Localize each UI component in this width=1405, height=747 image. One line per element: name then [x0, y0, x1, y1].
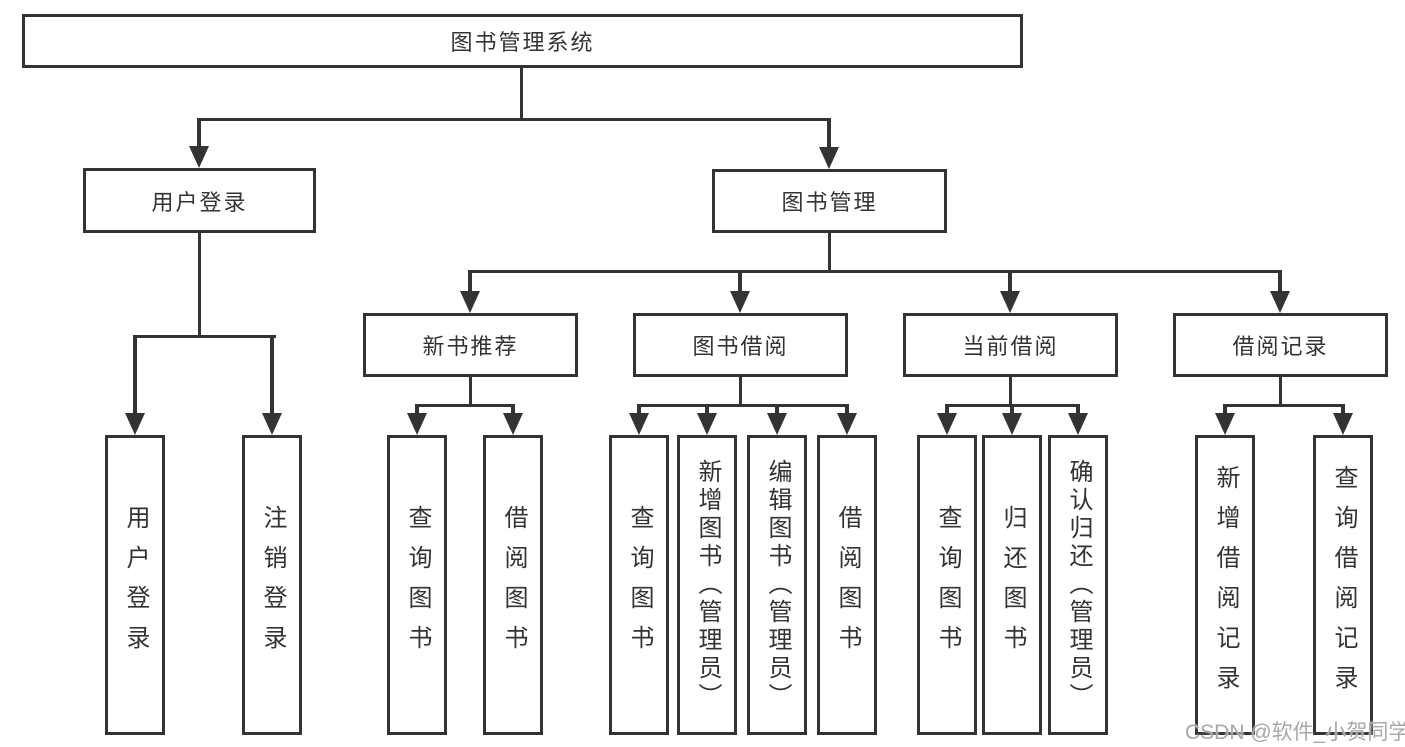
arrowhead-icon — [407, 413, 427, 435]
connector-level3-bar — [469, 270, 1282, 273]
connector-arrow-shaft — [511, 404, 515, 413]
node-book-management: 图书管理 — [712, 169, 947, 233]
arrowhead-icon — [629, 413, 649, 435]
connector-arrow-shaft — [1278, 270, 1282, 291]
arrowhead-icon — [1002, 413, 1022, 435]
arrowhead-icon — [262, 413, 282, 435]
connector-new-book-bar — [415, 404, 515, 407]
arrowhead-icon — [697, 413, 717, 435]
connector-arrow-shaft — [270, 335, 274, 413]
arrowhead-icon — [503, 413, 523, 435]
arrowhead-icon — [460, 291, 480, 313]
leaf-label: 查询图书 — [404, 505, 431, 665]
connector-arrow-shaft — [1341, 404, 1345, 413]
connector-borrowing-records-bar — [1223, 404, 1345, 407]
arrowhead-icon — [937, 413, 957, 435]
connector-arrow-shaft — [637, 404, 641, 413]
connector-arrow-shaft — [1010, 404, 1014, 413]
leaf-label: 查询图书 — [934, 505, 961, 665]
arrowhead-icon — [1000, 291, 1020, 313]
leaf-return-book: 归还图书 — [982, 435, 1042, 735]
watermark: CSDN @软件_小贺同学 — [1185, 721, 1405, 744]
node-user-login: 用户登录 — [83, 168, 316, 233]
leaf-edit-book-admin: 编辑图书（管理员） — [747, 435, 807, 735]
connector-book-borrowing-stem — [739, 377, 742, 406]
leaf-label: 借阅图书 — [500, 505, 527, 665]
arrowhead-icon — [1333, 413, 1353, 435]
leaf-query-books-2: 查询图书 — [609, 435, 669, 735]
connector-borrowing-records-stem — [1279, 377, 1282, 406]
connector-arrow-shaft — [468, 270, 472, 291]
arrowhead-icon — [837, 413, 857, 435]
connector-user-login-stem — [198, 233, 201, 337]
leaf-label: 归还图书 — [999, 505, 1026, 665]
connector-arrow-shaft — [1008, 270, 1012, 291]
node-borrowing-records: 借阅记录 — [1173, 313, 1388, 377]
leaf-confirm-return-admin: 确认归还（管理员） — [1048, 435, 1108, 735]
leaf-add-book-admin: 新增图书（管理员） — [677, 435, 737, 735]
connector-root-bar — [198, 118, 831, 121]
leaf-user-login: 用户登录 — [105, 435, 165, 735]
leaf-borrow-books-2: 借阅图书 — [817, 435, 877, 735]
arrowhead-icon — [767, 413, 787, 435]
node-new-book-recommend: 新书推荐 — [363, 313, 578, 377]
leaf-borrow-books-1: 借阅图书 — [483, 435, 543, 735]
connector-arrow-shaft — [827, 118, 831, 147]
leaf-label: 编辑图书（管理员） — [764, 459, 791, 711]
leaf-query-books-3: 查询图书 — [917, 435, 977, 735]
leaf-label: 查询图书 — [626, 505, 653, 665]
connector-book-borrowing-bar — [637, 404, 849, 407]
arrowhead-icon — [730, 291, 750, 313]
connector-arrow-shaft — [738, 270, 742, 291]
connector-arrow-shaft — [945, 404, 949, 413]
leaf-query-borrow-record: 查询借阅记录 — [1313, 435, 1373, 735]
connector-arrow-shaft — [705, 404, 709, 413]
leaf-label: 新增图书（管理员） — [694, 459, 721, 711]
connector-book-management-stem — [828, 233, 831, 272]
connector-current-borrowing-stem — [1009, 377, 1012, 406]
arrowhead-icon — [1215, 413, 1235, 435]
connector-new-book-stem — [469, 377, 472, 406]
arrowhead-icon — [1270, 291, 1290, 313]
leaf-logout: 注销登录 — [242, 435, 302, 735]
arrowhead-icon — [125, 413, 145, 435]
arrowhead-icon — [819, 147, 839, 169]
node-library-management-system: 图书管理系统 — [22, 14, 1023, 68]
leaf-label: 注销登录 — [259, 505, 286, 665]
arrowhead-icon — [189, 146, 209, 168]
arrowhead-icon — [1068, 413, 1088, 435]
connector-arrow-shaft — [133, 335, 137, 413]
node-current-borrowing: 当前借阅 — [903, 313, 1118, 377]
connector-arrow-shaft — [415, 404, 419, 413]
connector-arrow-shaft — [197, 118, 201, 146]
leaf-label: 新增借阅记录 — [1212, 465, 1239, 705]
connector-root-stem — [520, 68, 523, 120]
leaf-label: 查询借阅记录 — [1330, 465, 1357, 705]
connector-arrow-shaft — [775, 404, 779, 413]
connector-arrow-shaft — [1076, 404, 1080, 413]
leaf-label: 用户登录 — [122, 505, 149, 665]
leaf-label: 确认归还（管理员） — [1065, 459, 1092, 711]
connector-arrow-shaft — [1223, 404, 1227, 413]
leaf-label: 借阅图书 — [834, 505, 861, 665]
node-book-borrowing: 图书借阅 — [633, 313, 848, 377]
leaf-add-borrow-record: 新增借阅记录 — [1195, 435, 1255, 735]
connector-user-login-bar — [133, 335, 276, 338]
leaf-query-books-1: 查询图书 — [387, 435, 447, 735]
connector-arrow-shaft — [845, 404, 849, 413]
